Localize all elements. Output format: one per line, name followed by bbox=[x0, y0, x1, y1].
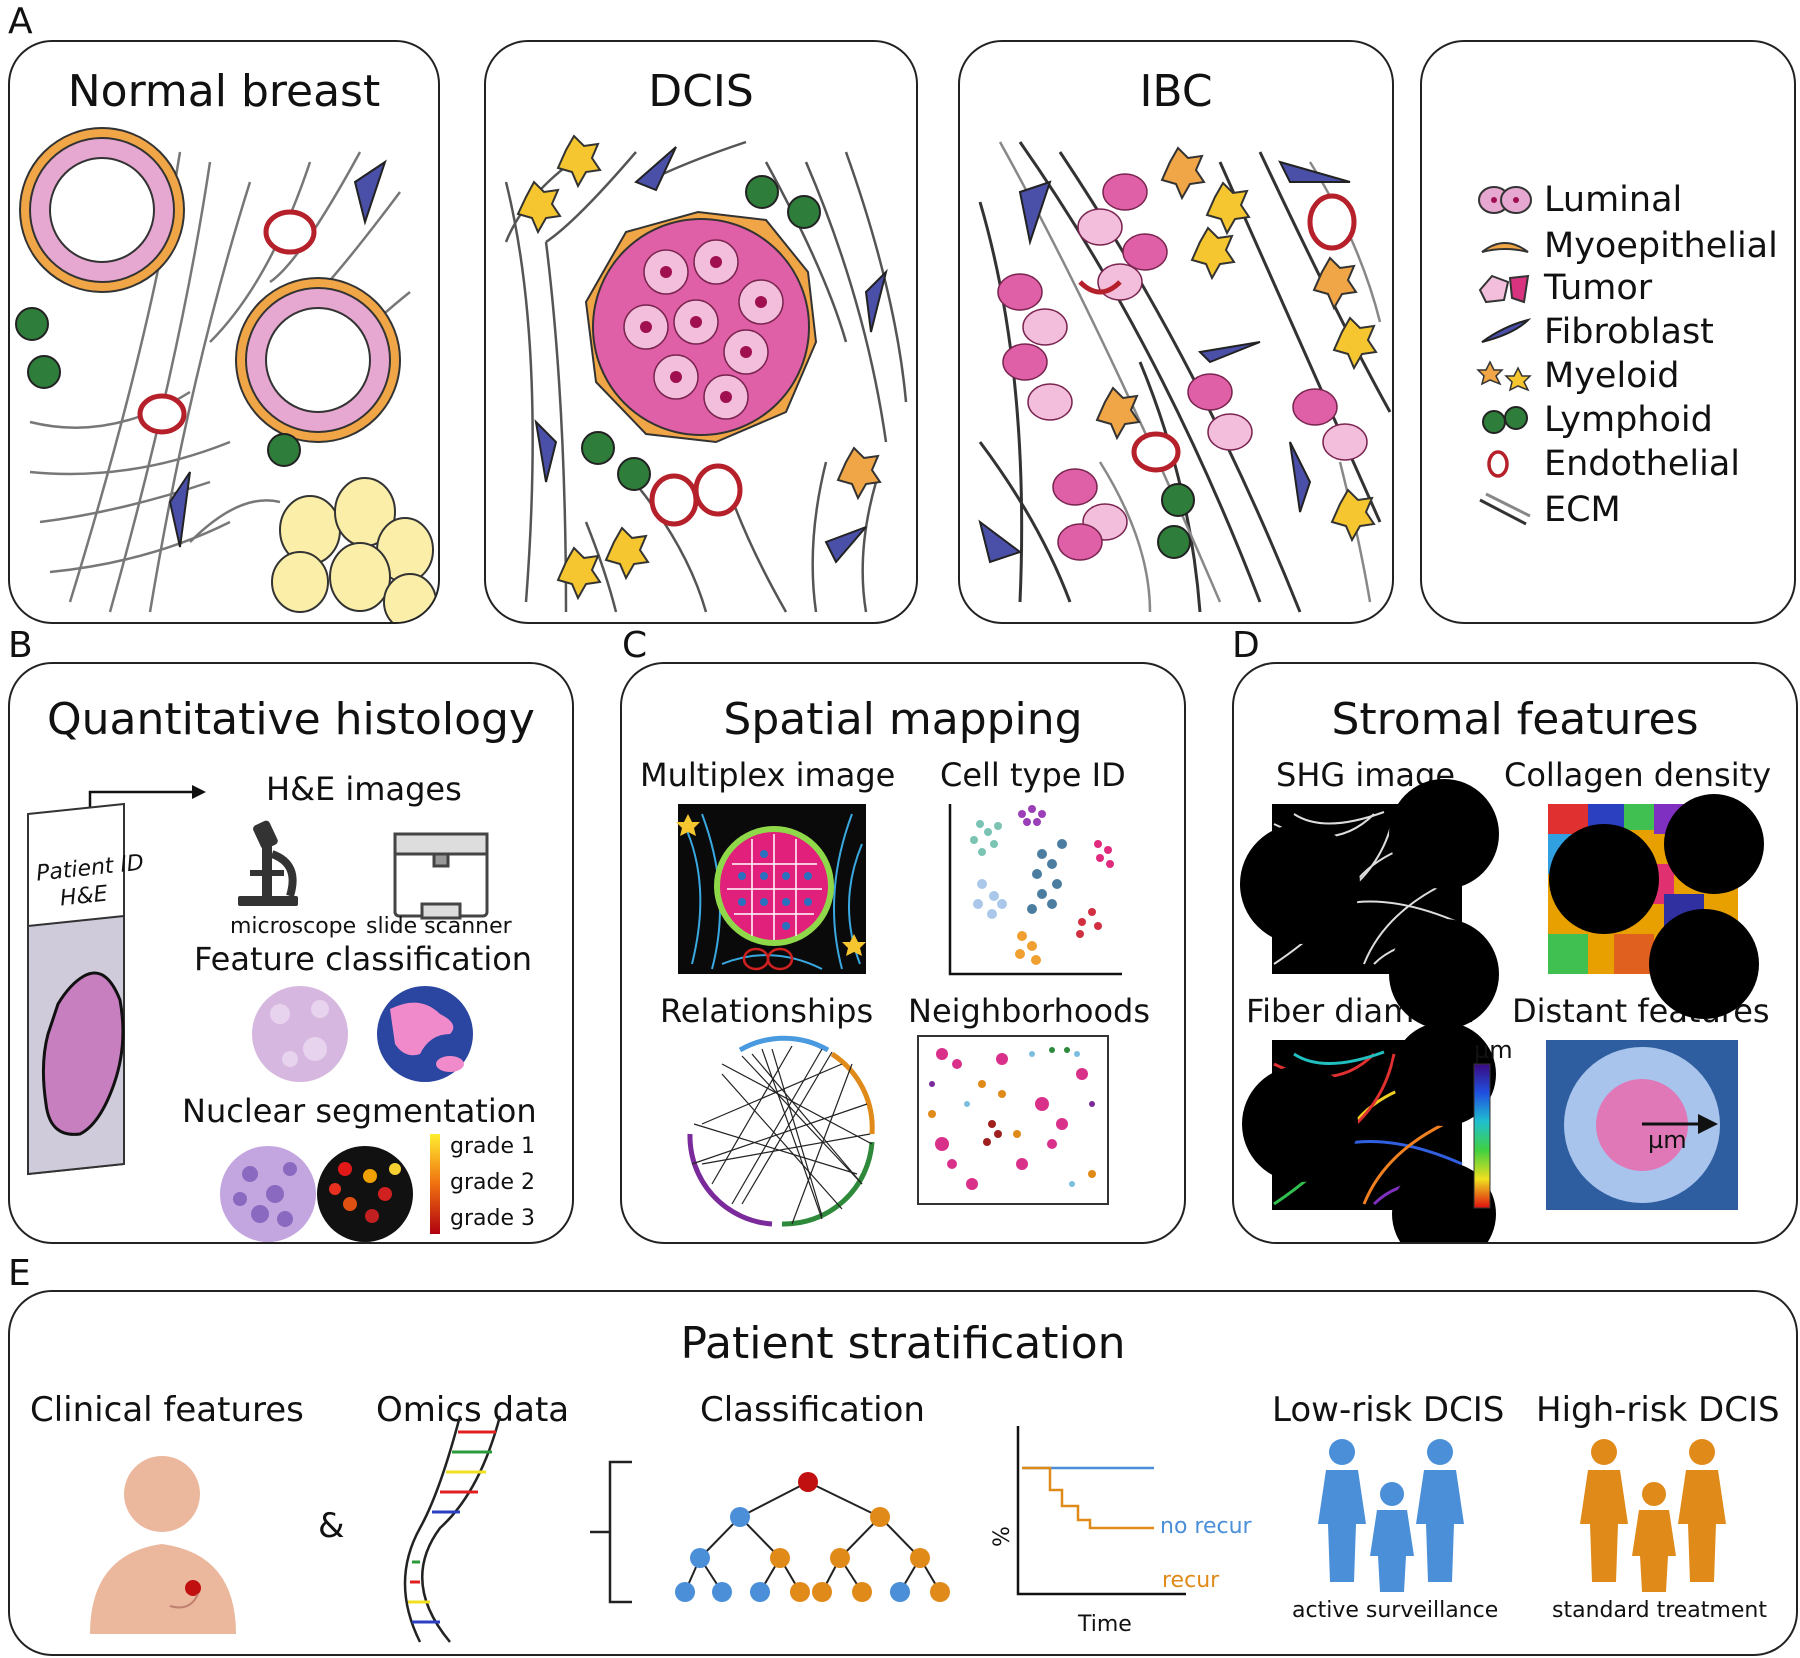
panel-label-c: C bbox=[622, 625, 648, 666]
legend-item-endothelial: Endothelial bbox=[1474, 444, 1740, 484]
legend-label: Fibroblast bbox=[1544, 312, 1714, 352]
active-surveillance-label: active surveillance bbox=[1292, 1598, 1499, 1623]
legend-label: Myeloid bbox=[1544, 356, 1680, 396]
slide-scanner-label: slide scanner bbox=[366, 914, 512, 939]
slide-scanner-icon bbox=[393, 832, 489, 920]
legend-item-myoepithelial: Myoepithelial bbox=[1474, 226, 1778, 266]
myoepithelial-cell-icon bbox=[1474, 226, 1536, 266]
patient-torso-icon bbox=[90, 1456, 236, 1634]
microscope-icon bbox=[238, 820, 298, 906]
stromal-features-panel: Stromal features SHG image Collagen dens… bbox=[1232, 662, 1798, 1244]
feature-classification-label: Feature classification bbox=[194, 940, 533, 978]
dcis-illustration bbox=[504, 134, 908, 613]
omics-data-label: Omics data bbox=[376, 1390, 570, 1430]
multiplex-image-label: Multiplex image bbox=[640, 756, 896, 794]
luminal-cell-icon bbox=[1474, 180, 1536, 220]
legend-label: Tumor bbox=[1544, 268, 1653, 308]
slide-label-he: H&E bbox=[58, 881, 109, 912]
high-risk-people-icon bbox=[1580, 1439, 1726, 1592]
cluster-red bbox=[1076, 908, 1102, 938]
legend-label: Lymphoid bbox=[1544, 400, 1713, 440]
normal-breast-panel: Normal breast bbox=[8, 40, 440, 624]
km-curve-recur bbox=[1022, 1466, 1154, 1530]
legend-label: Endothelial bbox=[1544, 444, 1740, 484]
spatial-mapping-title: Spatial mapping bbox=[723, 694, 1083, 745]
neighborhoods-label: Neighborhoods bbox=[908, 992, 1151, 1030]
legend-item-lymphoid: Lymphoid bbox=[1474, 400, 1713, 440]
grade-3-label: grade 3 bbox=[450, 1206, 535, 1231]
ibc-panel: IBC bbox=[958, 40, 1394, 624]
panel-label-a: A bbox=[8, 1, 33, 42]
no-recur-label: no recur bbox=[1160, 1514, 1252, 1539]
normal-duct-1 bbox=[19, 127, 185, 293]
lymphoid-cell-icon bbox=[1474, 400, 1536, 440]
ibc-title: IBC bbox=[1139, 66, 1213, 117]
quantitative-histology-panel: Quantitative histology Patien bbox=[8, 662, 574, 1244]
low-risk-label: Low-risk DCIS bbox=[1272, 1390, 1505, 1430]
legend-item-luminal: Luminal bbox=[1474, 180, 1682, 220]
he-images-label: H&E images bbox=[266, 770, 462, 808]
relationships-label: Relationships bbox=[660, 992, 874, 1030]
normal-breast-title: Normal breast bbox=[67, 66, 381, 117]
panel-label-b: B bbox=[8, 625, 33, 666]
dcis-title: DCIS bbox=[648, 66, 754, 117]
panel-label-d: D bbox=[1232, 625, 1260, 666]
panel-label-e: E bbox=[8, 1253, 31, 1294]
dcis-panel: DCIS bbox=[484, 40, 918, 624]
cell-legend-panel: Luminal Myoepithelial Tumor Fibroblast M… bbox=[1420, 40, 1796, 624]
high-risk-label: High-risk DCIS bbox=[1536, 1390, 1780, 1430]
low-risk-people-icon bbox=[1318, 1439, 1464, 1592]
clinical-features-label: Clinical features bbox=[30, 1390, 304, 1430]
classification-label: Classification bbox=[700, 1390, 925, 1430]
km-axes bbox=[1016, 1426, 1186, 1596]
legend-label: ECM bbox=[1544, 490, 1621, 530]
decision-tree-icon bbox=[684, 1481, 941, 1593]
collagen-density-label: Collagen density bbox=[1504, 756, 1772, 794]
microscope-label: microscope bbox=[230, 914, 357, 939]
ibc-illustration bbox=[978, 141, 1392, 613]
stromal-features-illustration bbox=[1240, 779, 1764, 1242]
patient-stratification-panel: Patient stratification Clinical features… bbox=[8, 1290, 1798, 1656]
ampersand: & bbox=[318, 1506, 345, 1546]
cluster-magenta bbox=[1094, 840, 1114, 868]
cluster-purple bbox=[1018, 805, 1046, 826]
recur-label: recur bbox=[1162, 1568, 1220, 1593]
ecm-fiber-icon bbox=[1474, 490, 1536, 530]
patient-stratification-title: Patient stratification bbox=[680, 1318, 1126, 1369]
nuclear-segmentation-label: Nuclear segmentation bbox=[182, 1092, 537, 1130]
spatial-mapping-illustration bbox=[676, 804, 1122, 1227]
dna-helix-icon bbox=[403, 1415, 502, 1643]
standard-treatment-label: standard treatment bbox=[1552, 1598, 1767, 1623]
cluster-orange bbox=[1015, 931, 1041, 965]
legend-item-fibroblast: Fibroblast bbox=[1474, 312, 1714, 352]
endothelial-cell-icon bbox=[1474, 444, 1536, 484]
histology-illustration bbox=[27, 785, 489, 1242]
spatial-mapping-panel: Spatial mapping Multiplex image Cell typ… bbox=[620, 662, 1186, 1244]
grade-2-label: grade 2 bbox=[450, 1170, 535, 1195]
quantitative-histology-title: Quantitative histology bbox=[47, 694, 535, 745]
legend-item-tumor: Tumor bbox=[1474, 268, 1652, 308]
distance-unit-label: µm bbox=[1648, 1126, 1687, 1154]
legend-label: Luminal bbox=[1544, 180, 1683, 220]
cell-type-id-label: Cell type ID bbox=[940, 756, 1126, 794]
fibroblast-icon bbox=[1474, 312, 1536, 352]
stromal-features-title: Stromal features bbox=[1331, 694, 1699, 745]
tumor-cell-icon bbox=[1474, 268, 1536, 308]
legend-item-ecm: ECM bbox=[1474, 490, 1621, 530]
myeloid-cell-icon bbox=[1474, 356, 1536, 396]
km-x-axis-label: Time bbox=[1078, 1612, 1132, 1637]
grade-1-label: grade 1 bbox=[450, 1134, 535, 1159]
legend-item-myeloid: Myeloid bbox=[1474, 356, 1680, 396]
normal-duct-2 bbox=[235, 277, 401, 443]
normal-breast-illustration bbox=[15, 127, 437, 622]
fiber-unit-label: µm bbox=[1474, 1036, 1513, 1064]
stratification-illustration bbox=[90, 1415, 1726, 1643]
cluster-slate bbox=[1027, 839, 1067, 914]
legend-label: Myoepithelial bbox=[1544, 226, 1778, 266]
cluster-lightblue bbox=[973, 879, 1007, 919]
cluster-teal bbox=[970, 820, 1002, 856]
